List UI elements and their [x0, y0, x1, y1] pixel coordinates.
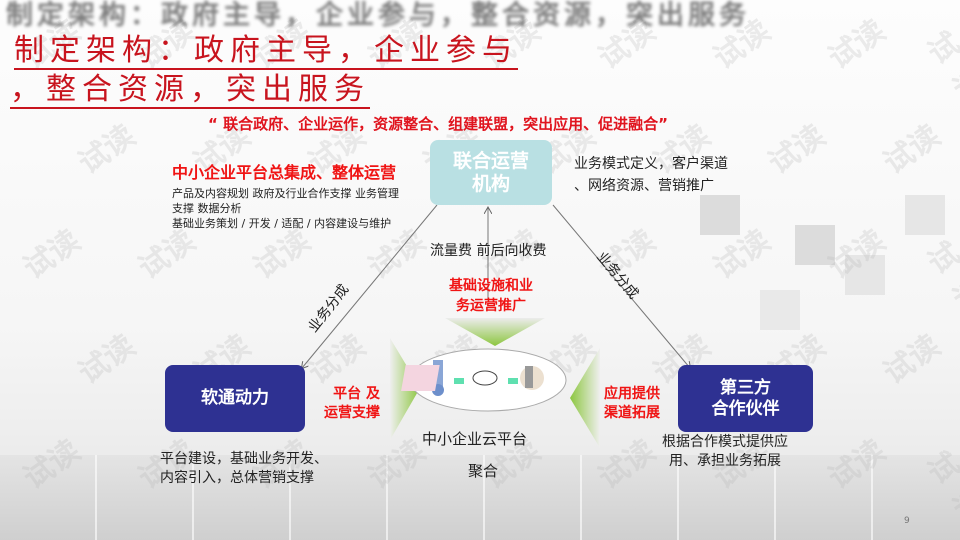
text-line: 业务模式定义，客户渠道 [574, 156, 728, 172]
detail-line: 支撑 数据分析 [172, 202, 242, 215]
right-box-line2: 合作伙伴 [711, 398, 780, 419]
cloud-platform-label: 中小企业云平台 [422, 430, 528, 448]
page-number: 9 [904, 516, 910, 526]
left-box-label: 软通动力 [201, 388, 269, 409]
floor-decoration [0, 455, 960, 540]
left-heading: 中小企业平台总集成、整体运营 [172, 163, 397, 182]
text-line: 平台 及 [333, 386, 380, 402]
top-box-line2: 机构 [471, 172, 510, 195]
top-box-line1: 联合运营 [452, 149, 529, 172]
right-red-label: 应用提供 渠道拓展 [604, 385, 660, 423]
line-to-right-box [552, 204, 690, 368]
third-party-partner-box: 第三方合作伙伴 [678, 365, 813, 432]
text-line: 务运营推广 [456, 298, 526, 314]
decor-square [700, 195, 740, 235]
decor-square [905, 195, 945, 235]
text-line: 用、承担业务拓展 [669, 453, 781, 469]
right-box-line1: 第三方 [720, 378, 771, 399]
green-triangle-left [570, 348, 600, 448]
connector-icon [454, 378, 464, 384]
text-line: 内容引入，总体营销支撑 [160, 470, 314, 486]
text-line: 运营支撑 [324, 405, 380, 421]
slogan-quote: “ 联合政府、企业运作，资源整合、组建联盟，突出应用、促进融合” [208, 115, 668, 133]
text-line: 平台建设，基础业务开发、 [160, 451, 328, 467]
bottom-left-text: 平台建设，基础业务开发、 内容引入，总体营销支撑 [160, 450, 328, 488]
fee-label: 流量费 前后向收费 [430, 243, 547, 259]
bottom-right-text: 根据合作模式提供应 用、承担业务拓展 [652, 433, 798, 471]
title-shadow: 制定架构：政府主导，企业参与，整合资源，突出服务 [6, 0, 750, 31]
text-line: 根据合作模式提供应 [662, 434, 788, 450]
decor-square [795, 225, 835, 265]
left-red-label: 平台 及 运营支撑 [305, 385, 380, 423]
decor-square [760, 290, 800, 330]
text-line: 渠道拓展 [604, 405, 660, 421]
device-icon [520, 366, 544, 390]
aggregation-label: 聚合 [468, 462, 499, 480]
text-line: 应用提供 [604, 386, 660, 402]
left-details: 产品及内容规划 政府及行业合作支撑 业务管理 支撑 数据分析 基础业务策划 / … [172, 186, 399, 231]
right-top-text: 业务模式定义，客户渠道 、网络资源、营销推广 [574, 153, 728, 197]
slide-title-line2: ，整合资源，突出服务 [10, 72, 370, 109]
decor-square [845, 255, 885, 295]
slide-title-line1: 制定架构：政府主导，企业参与 [14, 33, 518, 70]
green-triangle-down [445, 318, 545, 346]
center-red-label: 基础设施和业 务运营推广 [443, 276, 539, 316]
softcom-box: 软通动力 [165, 365, 305, 432]
text-line: 基础设施和业 [449, 278, 533, 294]
network-icon [401, 365, 498, 391]
detail-line: 基础业务策划 / 开发 / 适配 / 内容建设与维护 [172, 217, 392, 230]
detail-line: 产品及内容规划 政府及行业合作支撑 业务管理 [172, 187, 399, 200]
joint-operation-box: 联合运营机构 [430, 140, 552, 205]
text-line: 、网络资源、营销推广 [574, 178, 714, 194]
line-to-left-box [302, 204, 438, 368]
connector-icon [508, 378, 518, 384]
